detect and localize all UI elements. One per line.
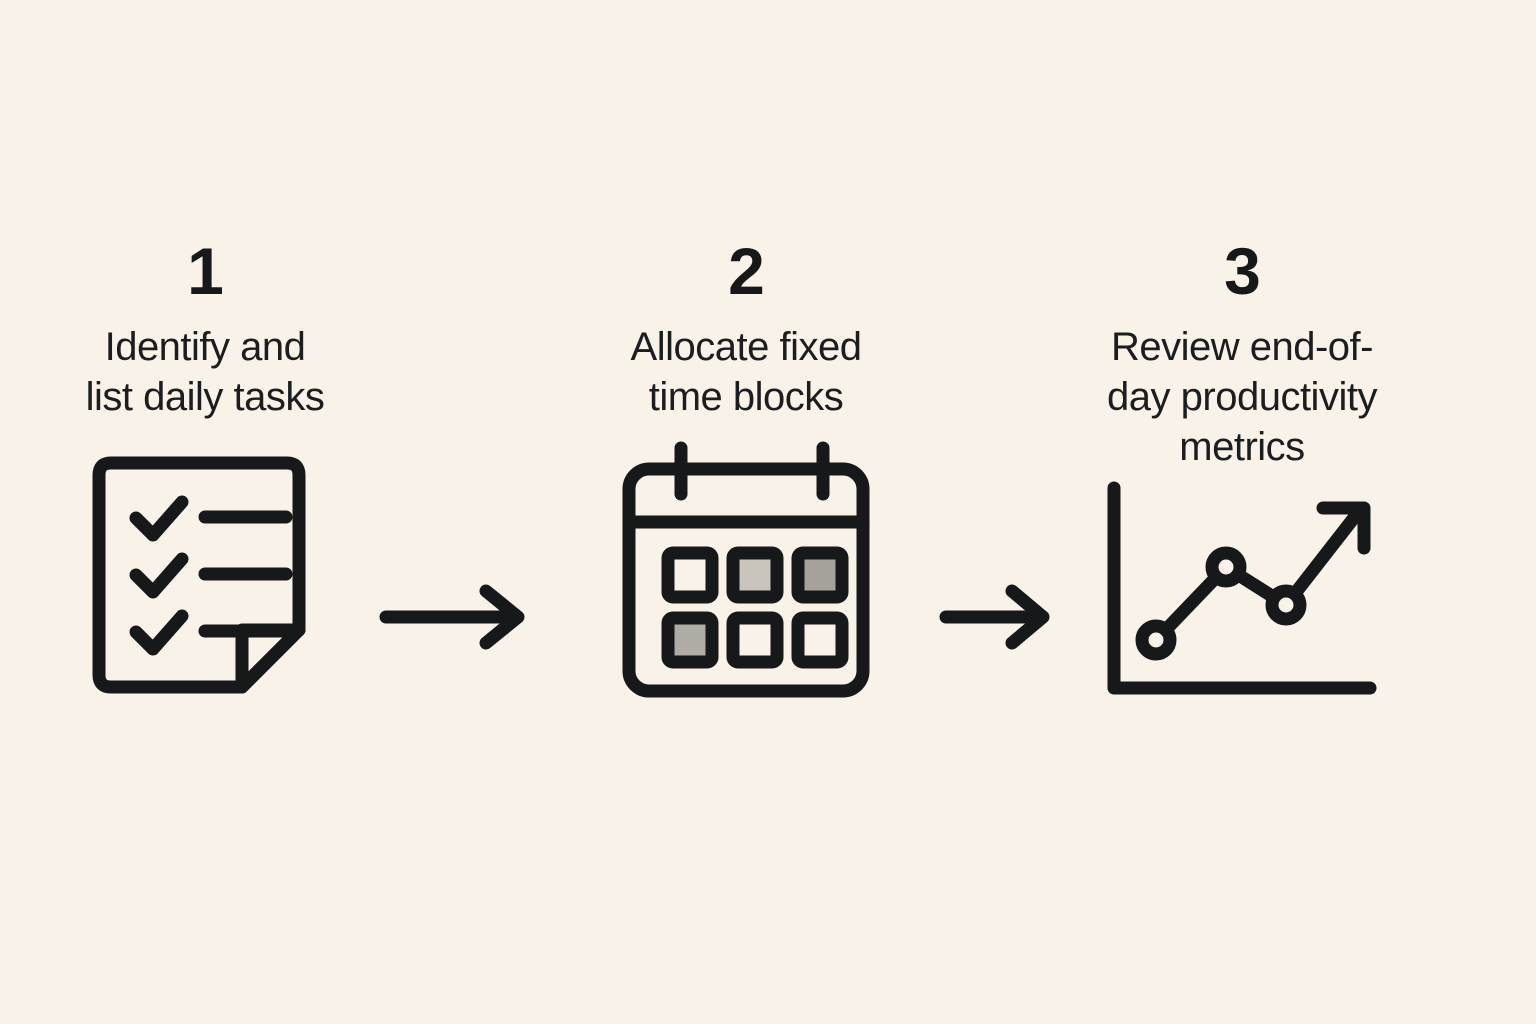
step-label-1-line-1: Identify and xyxy=(104,325,306,369)
step-label-1: Identify and list daily tasks xyxy=(86,322,325,422)
connector-arrow-1 xyxy=(378,583,533,656)
step-number-2: 2 xyxy=(728,234,765,308)
chart-marker-3 xyxy=(1265,584,1307,626)
calendar-cell-r2c2 xyxy=(726,611,784,669)
arrow-right-icon xyxy=(379,584,525,650)
process-step-3: 3 Review end-of- day productivity metric… xyxy=(1042,238,1442,710)
step-label-3-line-1: Review end-of- xyxy=(1110,325,1374,369)
step-number-3: 3 xyxy=(1224,234,1261,308)
chart-marker-1 xyxy=(1135,619,1177,661)
chart-axes xyxy=(1107,481,1377,695)
process-step-2: 2 Allocate fixed time blocks xyxy=(546,238,946,709)
checklist-document-icon xyxy=(90,444,320,711)
step-label-3-line-3: metrics xyxy=(1179,425,1305,469)
step-number-1: 1 xyxy=(187,234,224,308)
chart-arrowhead xyxy=(1316,501,1371,555)
line-chart-up-icon xyxy=(1102,480,1382,710)
connector-arrow-2 xyxy=(938,583,1058,656)
step-label-3: Review end-of- day productivity metrics xyxy=(1107,322,1377,472)
calendar-cell-r2c3 xyxy=(791,611,849,669)
calendar-cell-r1c2 xyxy=(726,546,784,604)
step-label-2-line-1: Allocate fixed xyxy=(630,325,862,369)
chart-trend-line xyxy=(1149,503,1367,647)
calendar-cell-r1c1 xyxy=(661,546,719,604)
step-label-1-line-2: list daily tasks xyxy=(85,375,325,419)
calendar-cell-r1c3 xyxy=(791,546,849,604)
chart-marker-2 xyxy=(1205,546,1247,588)
arrow-right-icon xyxy=(939,584,1050,650)
process-step-1: 1 Identify and list daily tasks xyxy=(5,238,405,711)
calendar-icon xyxy=(615,436,877,709)
step-label-2: Allocate fixed time blocks xyxy=(631,322,862,422)
step-label-3-line-2: day productivity xyxy=(1107,375,1377,419)
calendar-cell-r2c1 xyxy=(661,611,719,669)
step-label-2-line-2: time blocks xyxy=(648,375,844,419)
